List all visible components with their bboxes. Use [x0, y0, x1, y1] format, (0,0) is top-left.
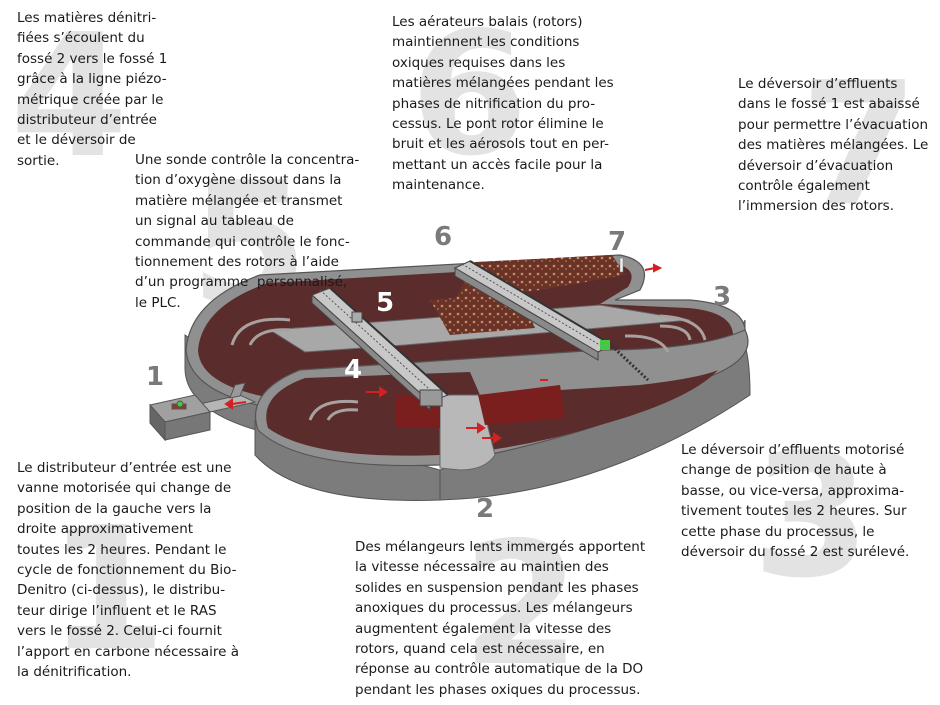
- background-number-1: 1: [48, 491, 167, 689]
- callout-number-5: 5: [376, 288, 395, 318]
- background-number-2: 2: [462, 506, 581, 704]
- step-4-description: Les matières dénitri- fiées s’écoulent d…: [17, 10, 168, 169]
- background-number-4: 4: [10, 0, 129, 196]
- background-number-7: 7: [800, 46, 919, 244]
- flow-arrows: [224, 263, 663, 444]
- background-number-3: 3: [752, 418, 871, 616]
- callout-number-7: 7: [608, 227, 627, 257]
- inlet-distributor: [149, 382, 257, 442]
- step-1-description: Le distributeur d’entrée est une vanne m…: [17, 460, 240, 681]
- step-2-description: Des mélangeurs lents immergés apportent …: [355, 539, 646, 698]
- callout-number-4: 4: [344, 355, 363, 385]
- step-5-description: Une sonde contrôle la concentra- tion d’…: [135, 152, 360, 311]
- callout-number-1: 1: [146, 362, 165, 392]
- mixer-chamber: [439, 394, 496, 471]
- background-number-6: 6: [410, 0, 529, 194]
- step-6-description: Les aérateurs balais (rotors) maintienne…: [392, 14, 614, 194]
- callout-number-2: 2: [476, 494, 495, 524]
- step-7-description: Le déversoir d’effluents dans le fossé 1…: [738, 76, 929, 215]
- callout-number-6: 6: [434, 222, 453, 252]
- effluent-weir-indicator: [600, 340, 610, 350]
- rotor-bridge-left: [311, 287, 449, 412]
- rotor-bridge-right: [453, 260, 614, 361]
- step-3-description: Le déversoir d’effluents motorisé change…: [681, 442, 910, 561]
- callout-number-3: 3: [713, 282, 732, 312]
